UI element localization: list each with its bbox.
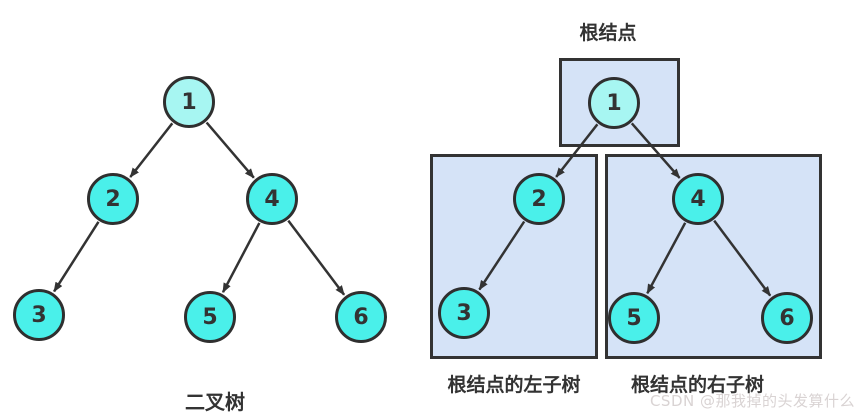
- edge-left-1-4: [205, 121, 255, 179]
- right-tree-node-6: 6: [761, 292, 813, 344]
- left-tree-node-6: 6: [335, 291, 387, 343]
- right-tree-node-5: 5: [608, 292, 660, 344]
- right-tree-node-4: 4: [672, 173, 724, 225]
- edge-right-1-2: [555, 123, 599, 178]
- edge-right-4-6: [713, 219, 772, 297]
- right-tree-node-3: 3: [438, 287, 490, 339]
- left-subtree-label: 根结点的左子树: [447, 374, 581, 396]
- left-tree-node-4: 4: [246, 173, 298, 225]
- csdn-watermark: CSDN @那我掉的头发算什么: [649, 392, 855, 410]
- edge-left-2-3: [53, 221, 100, 293]
- root-box-label: 根结点: [579, 22, 637, 44]
- left-tree-node-1: 1: [163, 76, 215, 128]
- root-node-box: [559, 58, 680, 147]
- left-tree-node-3: 3: [13, 289, 65, 341]
- left-tree-node-5: 5: [184, 291, 236, 343]
- edge-left-4-5: [221, 222, 261, 294]
- right-tree-node-2: 2: [513, 173, 565, 225]
- right-subtree-label: 根结点的右子树: [630, 374, 764, 396]
- edge-right-4-5: [646, 222, 687, 295]
- edge-right-2-3: [478, 220, 526, 291]
- edge-right-1-4: [630, 122, 681, 179]
- left-diagram-caption: 二叉树: [185, 390, 245, 414]
- right-tree-node-1: 1: [588, 77, 640, 129]
- edge-left-1-2: [129, 122, 174, 178]
- left-tree-node-2: 2: [87, 173, 139, 225]
- edge-left-4-6: [287, 219, 346, 296]
